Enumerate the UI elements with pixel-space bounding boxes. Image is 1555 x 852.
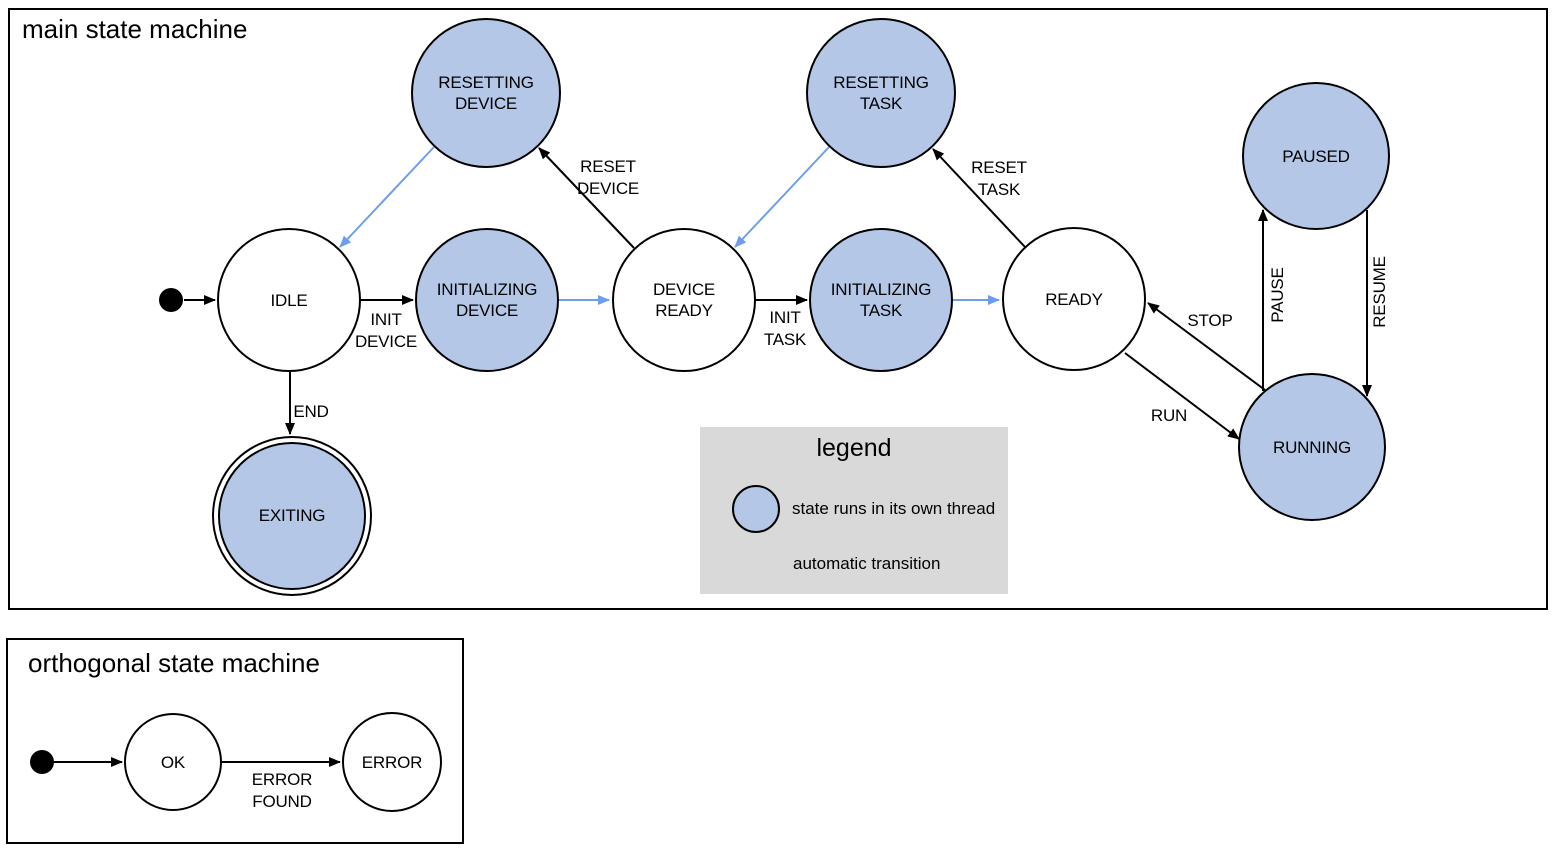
state-ok: OK [124, 713, 222, 811]
legend-item-thread-state: state runs in its own thread [792, 499, 996, 518]
state-running: RUNNING [1238, 373, 1386, 521]
initial-state-dot-main [159, 288, 183, 312]
state-paused: PAUSED [1242, 82, 1390, 230]
main-machine-title: main state machine [22, 14, 248, 44]
state-device-ready: DEVICE READY [612, 228, 756, 372]
legend-thread-state-circle-icon [732, 485, 780, 533]
state-error: ERROR [342, 712, 442, 812]
transition-label-init-device: INIT DEVICE [354, 310, 418, 351]
orthogonal-machine-title: orthogonal state machine [28, 648, 320, 678]
transition-label-run: RUN [1150, 406, 1188, 425]
main-state-machine-frame [8, 8, 1548, 610]
transition-label-init-task: INIT TASK [763, 308, 807, 349]
state-initializing-device: INITIALIZING DEVICE [415, 228, 559, 372]
transition-label-pause: PAUSE [1268, 267, 1287, 323]
transition-label-end: END [293, 402, 329, 421]
state-resetting-task: RESETTING TASK [806, 18, 956, 168]
state-resetting-device: RESETTING DEVICE [411, 18, 561, 168]
legend-title: legend [816, 434, 892, 462]
orthogonal-state-machine-frame [6, 638, 464, 844]
initial-state-dot-orthogonal [30, 750, 54, 774]
transition-label-resume: RESUME [1370, 256, 1389, 328]
transition-label-error-found: ERROR FOUND [251, 770, 313, 811]
state-exiting: EXITING [218, 442, 366, 590]
state-exiting-final: EXITING [212, 436, 372, 596]
state-initializing-task: INITIALIZING TASK [809, 228, 953, 372]
transition-label-stop: STOP [1187, 311, 1233, 330]
legend-item-automatic-transition: automatic transition [793, 554, 941, 573]
transition-label-reset-device: RESET DEVICE [576, 157, 640, 198]
state-idle: IDLE [217, 228, 361, 372]
transition-label-reset-task: RESET TASK [971, 158, 1027, 199]
state-ready: READY [1002, 227, 1146, 371]
